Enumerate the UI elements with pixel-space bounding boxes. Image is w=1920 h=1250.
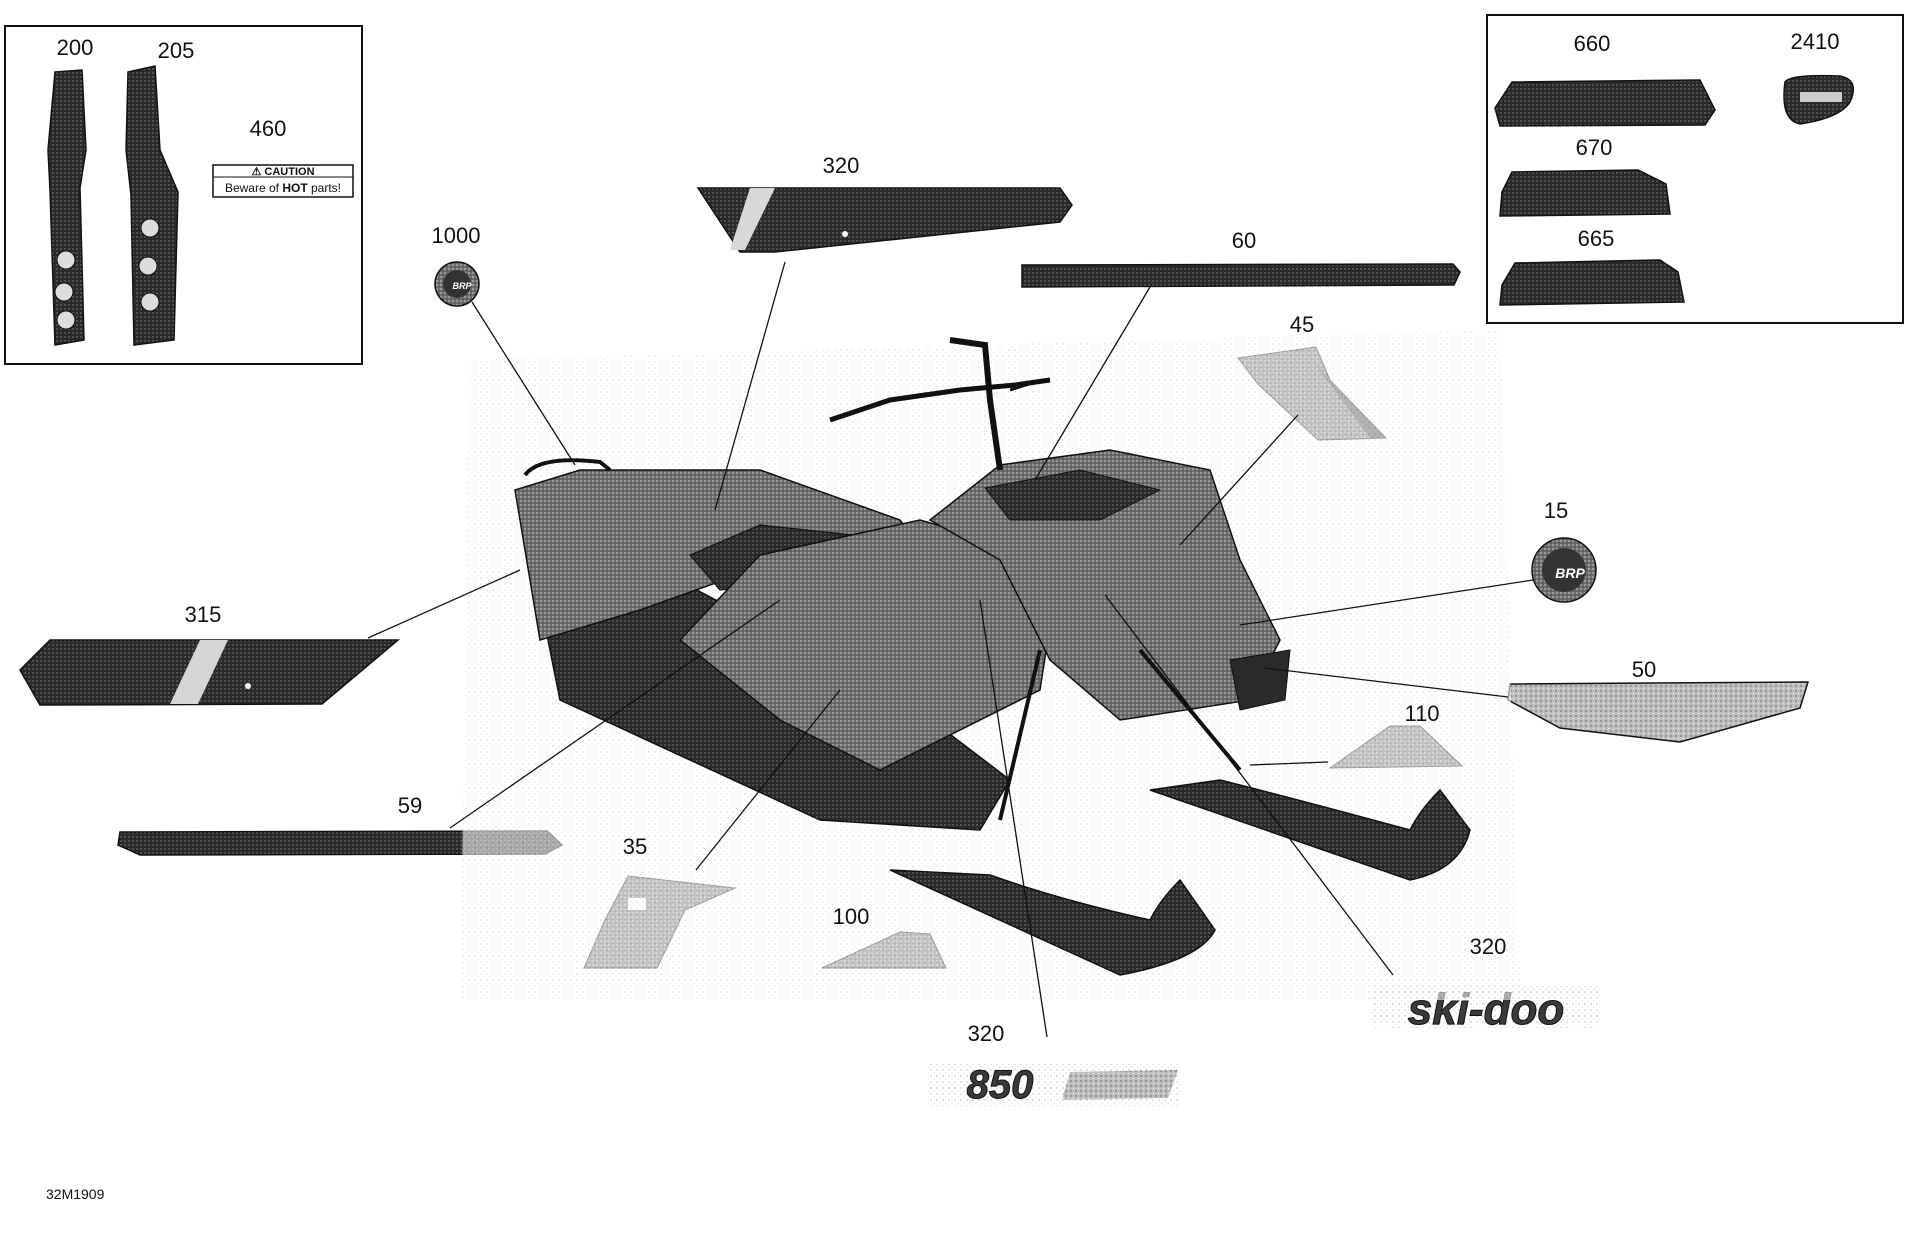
decal-15-brp-logo: BRP	[1531, 537, 1597, 603]
ski-left	[889, 869, 1216, 976]
rear-bumper	[523, 458, 612, 477]
ski-right	[1149, 779, 1471, 881]
accessory-decals-inset	[1486, 14, 1904, 324]
safety-labels-inset	[4, 25, 363, 365]
leader-lines	[367, 261, 1534, 1038]
skidoo-logo-text: ski-doo	[1408, 985, 1564, 1034]
callout-460: 460	[249, 116, 287, 141]
callout-205: 205	[157, 38, 195, 63]
callout-1000: 1000	[431, 223, 481, 248]
callout-670: 670	[1575, 135, 1613, 160]
decal-2410-badge	[1783, 74, 1855, 125]
callout-100: 100	[832, 904, 870, 929]
callout-35: 35	[622, 834, 648, 859]
decal-320-hood-stripe	[696, 187, 1073, 253]
callout-2410: 2410	[1790, 29, 1840, 54]
steering-post	[949, 337, 1003, 471]
brp-logo-text-small: BRP	[452, 281, 472, 291]
callout-320-hood: 320	[822, 153, 860, 178]
callout-315: 315	[184, 602, 222, 627]
decal-315-side-stripe	[19, 639, 401, 706]
callout-320-logo: 320	[1469, 934, 1507, 959]
front-suspension-right	[1138, 648, 1242, 772]
decal-205-warning-strip	[125, 65, 179, 346]
decal-60-long-stripe	[1021, 263, 1461, 288]
callout-60: 60	[1231, 228, 1257, 253]
callout-320-badge: 320	[967, 1021, 1005, 1046]
decal-665-panel	[1499, 259, 1685, 306]
caution-body: Beware of HOT parts!	[225, 181, 341, 195]
callout-200: 200	[56, 35, 94, 60]
decal-50-bumper	[1507, 681, 1810, 743]
callout-660: 660	[1573, 31, 1611, 56]
callout-110: 110	[1404, 701, 1440, 726]
callout-59: 59	[397, 793, 423, 818]
figure-code: 32M1909	[46, 1186, 105, 1202]
callout-50: 50	[1631, 657, 1657, 682]
windshield	[984, 469, 1162, 521]
model-badge-text: 850	[967, 1063, 1034, 1107]
decal-460-caution-label: ⚠ CAUTION Beware of HOT parts!	[212, 164, 354, 198]
decal-670-panel	[1499, 169, 1671, 217]
decal-200-warning-strip	[47, 69, 87, 346]
callout-45: 45	[1289, 312, 1315, 337]
callout-665: 665	[1577, 226, 1615, 251]
decal-660-strip	[1494, 79, 1716, 127]
callout-15: 15	[1543, 498, 1569, 523]
decal-1000-brp-logo: BRP	[434, 261, 480, 307]
caution-title: ⚠ CAUTION	[251, 166, 314, 178]
brp-logo-text-large: BRP	[1555, 565, 1585, 581]
front-suspension-left	[998, 649, 1042, 821]
decal-320-model-badge: 850	[928, 1063, 1180, 1108]
